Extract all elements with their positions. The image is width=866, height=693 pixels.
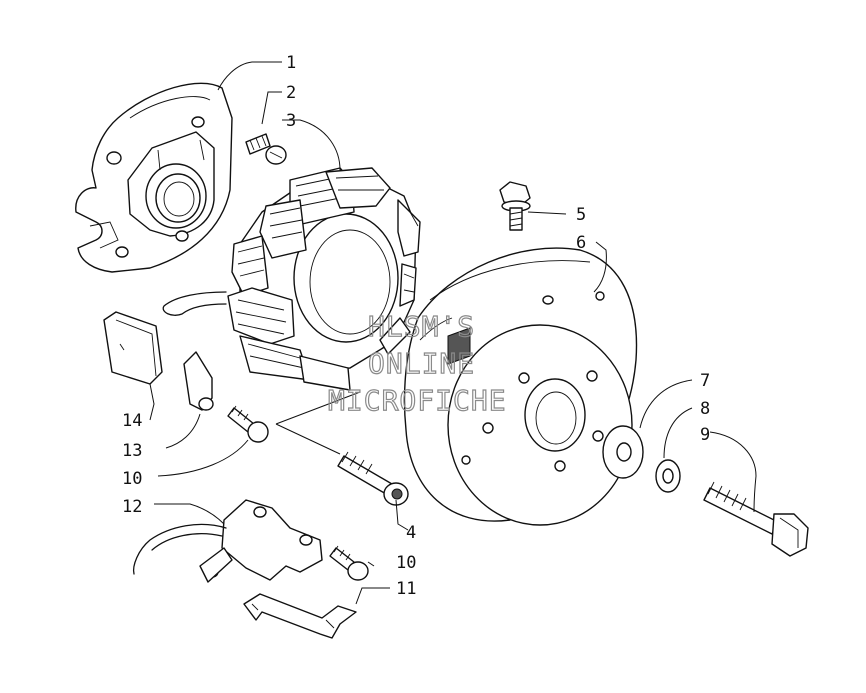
watermark-line-1: HLSM'S — [368, 310, 475, 343]
callout-1: 1 — [286, 53, 296, 73]
callout-13: 13 — [122, 441, 142, 461]
watermark-line-2: ONLINE — [368, 347, 475, 380]
flywheel-bolt-part-9 — [703, 481, 809, 557]
stator-coil-part-3 — [162, 167, 421, 391]
socket-bolt-part-4 — [337, 451, 409, 506]
callout-6: 6 — [576, 233, 586, 253]
grommet-part-14 — [103, 311, 163, 385]
pulser-coil-part-12 — [132, 499, 323, 583]
bracket-part-11 — [243, 593, 357, 639]
stator-plate-part-1 — [75, 82, 233, 273]
callout-14: 14 — [122, 411, 142, 431]
flywheel-part-6 — [403, 247, 638, 526]
lock-washer-part-8 — [655, 459, 681, 493]
washer-part-7 — [602, 425, 644, 479]
callout-12: 12 — [122, 497, 142, 517]
callout-9: 9 — [700, 425, 710, 445]
watermark-line-3: MICROFICHE — [328, 384, 507, 417]
callout-8: 8 — [700, 399, 710, 419]
pan-screw-part-10-lower — [329, 545, 369, 581]
callout-10-lower: 10 — [396, 553, 416, 573]
callout-3: 3 — [286, 111, 296, 131]
clamp-part-13 — [183, 351, 214, 411]
callout-7: 7 — [700, 371, 710, 391]
pan-screw-part-10-upper — [227, 405, 269, 443]
callout-5: 5 — [576, 205, 586, 225]
watermark: HLSM'S ONLINE MICROFICHE — [327, 309, 507, 417]
callout-11: 11 — [396, 579, 416, 599]
screw-part-2 — [245, 133, 287, 165]
callout-4: 4 — [406, 523, 416, 543]
flange-bolt-part-5 — [499, 181, 531, 231]
leader-lines — [149, 61, 757, 605]
callout-10-upper: 10 — [122, 469, 142, 489]
callout-labels: 1 2 3 4 5 6 7 8 9 10 10 11 12 13 14 — [122, 53, 710, 599]
callout-2: 2 — [286, 83, 296, 103]
